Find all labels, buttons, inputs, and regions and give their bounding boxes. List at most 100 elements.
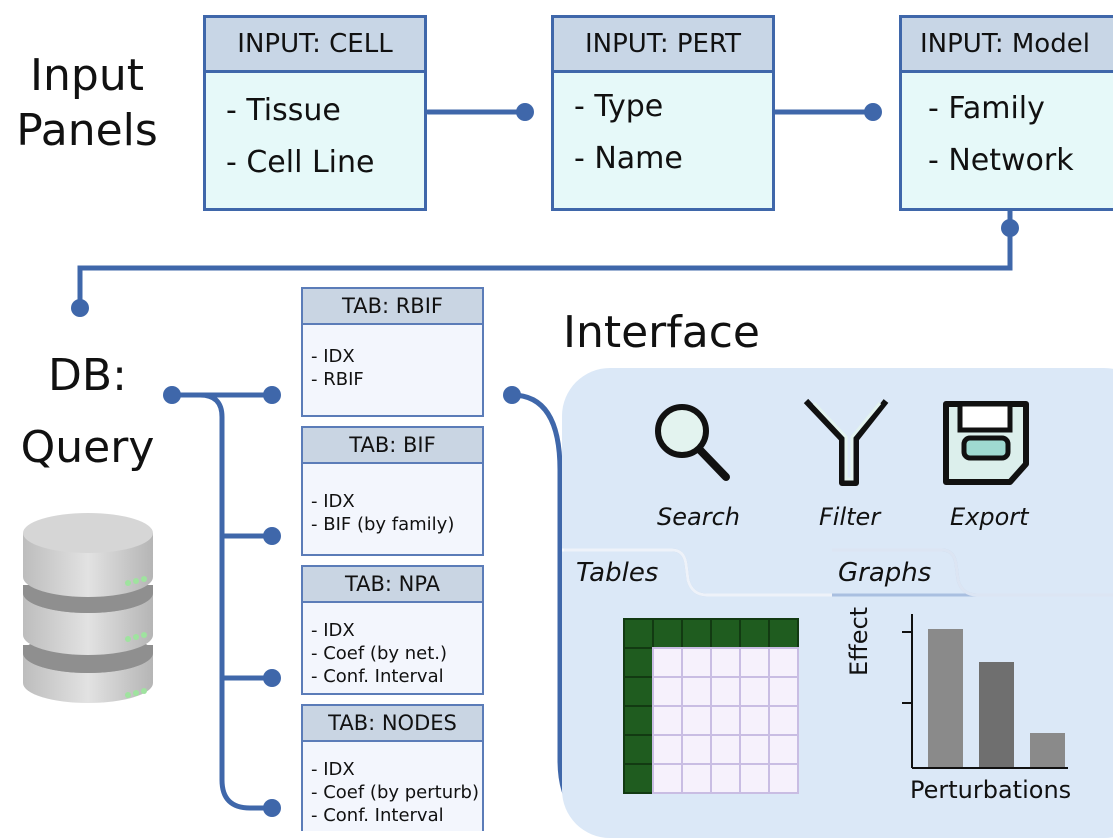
table-cell	[768, 734, 799, 765]
effect-bar-chart	[902, 614, 1068, 769]
input-panels-label: Input Panels	[12, 48, 162, 158]
filter-tool[interactable]	[800, 395, 900, 495]
table-cell	[681, 734, 712, 765]
table-cell	[681, 676, 712, 707]
panel-item: - Family	[928, 91, 1045, 126]
table-cell	[739, 647, 770, 678]
table-header-cell	[623, 705, 654, 736]
table-cell	[710, 647, 741, 678]
table-grid	[623, 618, 799, 794]
filter-label: Filter	[819, 503, 881, 531]
input-panel-model: INPUT: Model - Family - Network	[899, 15, 1113, 211]
table-cell	[681, 705, 712, 736]
table-cell	[768, 705, 799, 736]
db-query-label: DB: Query	[10, 340, 165, 484]
table-cell	[739, 763, 770, 794]
tab-item: - Coef (by net.)	[311, 643, 448, 664]
tab-npa: TAB: NPA - IDX - Coef (by net.) - Conf. …	[301, 565, 484, 695]
tab-header: TAB: NPA	[303, 567, 482, 603]
tab-rbif: TAB: RBIF - IDX - RBIF	[301, 287, 484, 417]
tab-graphs[interactable]: Graphs	[838, 558, 932, 588]
tab-item: - IDX	[311, 491, 355, 512]
table-cell	[710, 676, 741, 707]
tab-header: TAB: RBIF	[303, 289, 482, 325]
table-cell	[768, 647, 799, 678]
panel-item: - Cell Line	[226, 145, 375, 180]
tab-nodes: TAB: NODES - IDX - Coef (by perturb) - C…	[301, 704, 484, 831]
table-cell	[652, 676, 683, 707]
tab-header: TAB: BIF	[303, 428, 482, 464]
panel-item: - Name	[574, 141, 683, 176]
connector-dot	[163, 386, 181, 404]
tab-item: - IDX	[311, 759, 355, 780]
table-header-cell	[710, 618, 741, 649]
table-header-cell	[768, 618, 799, 649]
input-panels-label-line2: Panels	[16, 105, 158, 156]
table-cell	[652, 647, 683, 678]
connector-dot	[1001, 219, 1019, 237]
table-cell	[710, 734, 741, 765]
tab-item: - Conf. Interval	[311, 805, 444, 826]
table-header-cell	[623, 763, 654, 794]
panel-header: INPUT: CELL	[206, 18, 424, 73]
connector-dot	[263, 386, 281, 404]
x-axis-label: Perturbations	[910, 776, 1072, 804]
tab-item: - IDX	[311, 346, 355, 367]
connector-dot	[263, 527, 281, 545]
table-cell	[652, 763, 683, 794]
table-cell	[681, 763, 712, 794]
table-header-cell	[739, 618, 770, 649]
input-panel-cell: INPUT: CELL - Tissue - Cell Line	[203, 15, 427, 211]
connector-dot	[263, 669, 281, 687]
table-header-cell	[623, 734, 654, 765]
bar	[1030, 733, 1065, 767]
database-icon	[23, 513, 153, 703]
table-cell	[652, 705, 683, 736]
connector-dot	[864, 103, 882, 121]
filter-icon	[803, 398, 889, 486]
search-icon	[655, 404, 730, 481]
connector-dot	[503, 386, 521, 404]
tab-item: - BIF (by family)	[311, 514, 455, 535]
table-header-cell	[623, 618, 654, 649]
table-header-cell	[623, 647, 654, 678]
table-cell	[768, 676, 799, 707]
panel-header: INPUT: Model	[902, 18, 1113, 73]
table-cell	[681, 647, 712, 678]
table-header-cell	[623, 676, 654, 707]
input-panels-label-line1: Input	[30, 50, 144, 101]
table-header-cell	[681, 618, 712, 649]
export-tool[interactable]	[940, 398, 1040, 498]
connector-dot	[71, 299, 89, 317]
panel-header: INPUT: PERT	[554, 18, 772, 73]
save-icon	[943, 401, 1029, 485]
view-tabs-outline	[562, 548, 1113, 597]
table-cell	[739, 734, 770, 765]
table-cell	[768, 763, 799, 794]
export-label: Export	[950, 503, 1029, 531]
table-cell	[710, 763, 741, 794]
tab-tables[interactable]: Tables	[576, 558, 659, 588]
input-panel-pert: INPUT: PERT - Type - Name	[551, 15, 775, 211]
bar	[979, 662, 1014, 767]
y-axis-label: Effect	[845, 606, 873, 676]
search-label: Search	[657, 503, 740, 531]
tab-item: - IDX	[311, 620, 355, 641]
bar	[928, 629, 963, 767]
tab-header: TAB: NODES	[303, 706, 482, 742]
panel-item: - Network	[928, 143, 1074, 178]
tab-item: - Coef (by perturb)	[311, 782, 479, 803]
interface-label: Interface	[563, 307, 760, 358]
panel-item: - Tissue	[226, 93, 341, 128]
panel-item: - Type	[574, 89, 664, 124]
table-cell	[710, 705, 741, 736]
table-header-cell	[652, 618, 683, 649]
table-cell	[739, 676, 770, 707]
table-cell	[652, 734, 683, 765]
search-tool[interactable]	[648, 395, 748, 535]
tab-item: - RBIF	[311, 369, 364, 390]
tab-item: - Conf. Interval	[311, 666, 444, 687]
connector-dot	[516, 103, 534, 121]
tab-bif: TAB: BIF - IDX - BIF (by family)	[301, 426, 484, 556]
